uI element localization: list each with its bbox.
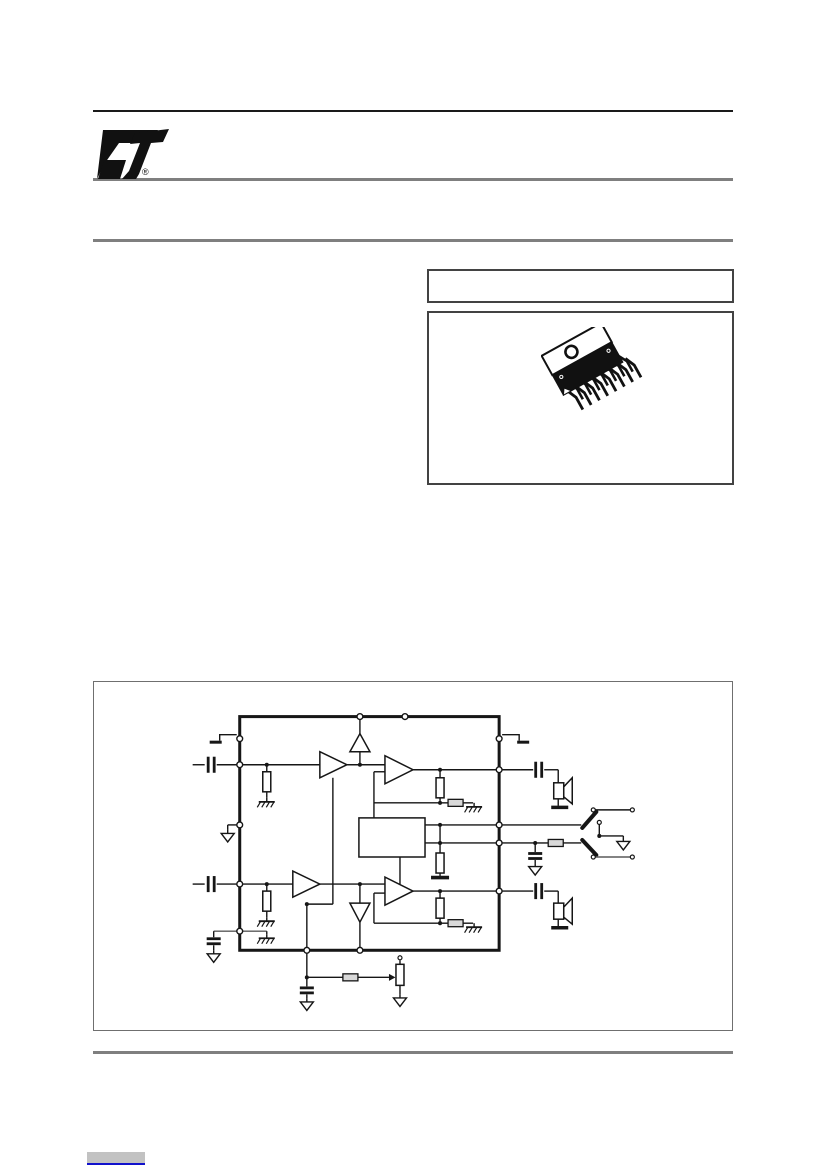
schematic-drawing — [192, 712, 635, 1012]
package-box — [427, 311, 734, 485]
registered-trademark-symbol: ® — [142, 167, 149, 177]
power-amplifier-top — [384, 754, 415, 786]
resistors — [262, 771, 564, 987]
amplifiers — [292, 732, 415, 924]
buffer-amplifier-bottom — [292, 869, 322, 899]
power-amplifier-bottom — [384, 875, 415, 907]
buffer-amplifier-top — [319, 750, 349, 779]
application-circuit-figure — [93, 681, 733, 1031]
up-arrow-stage — [348, 732, 372, 753]
junction-dots — [264, 762, 602, 980]
part-title-box — [427, 269, 734, 303]
wires — [192, 716, 633, 999]
footer-link-placeholder[interactable] — [87, 1152, 145, 1165]
st-logo-icon — [97, 129, 169, 179]
header-middle-rule — [93, 178, 733, 181]
st-logo — [95, 127, 173, 183]
control-logic-block — [358, 817, 426, 858]
header-bottom-rule — [93, 239, 733, 242]
potentiometer — [395, 963, 405, 987]
ic-boundary — [238, 715, 501, 952]
speakers — [552, 775, 574, 926]
footer-rule — [93, 1051, 733, 1054]
header-top-rule — [93, 110, 733, 112]
down-arrow-stage — [348, 902, 372, 924]
multiwatt-package-icon — [541, 327, 643, 411]
